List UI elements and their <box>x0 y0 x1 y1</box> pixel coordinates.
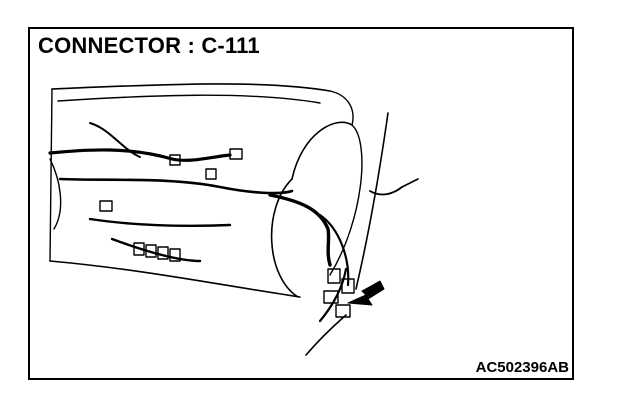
diagram-title: CONNECTOR : C-111 <box>38 33 260 58</box>
harness-wiring <box>48 112 419 356</box>
reference-code: AC502396AB <box>475 359 569 376</box>
instrument-panel-outline <box>49 83 363 298</box>
harness-connectors <box>99 148 355 318</box>
connector-pointer-arrow <box>347 280 385 306</box>
wiring-harness-illustration <box>48 83 419 356</box>
diagram-frame: CONNECTOR : C-111 AC502396AB <box>28 27 574 380</box>
